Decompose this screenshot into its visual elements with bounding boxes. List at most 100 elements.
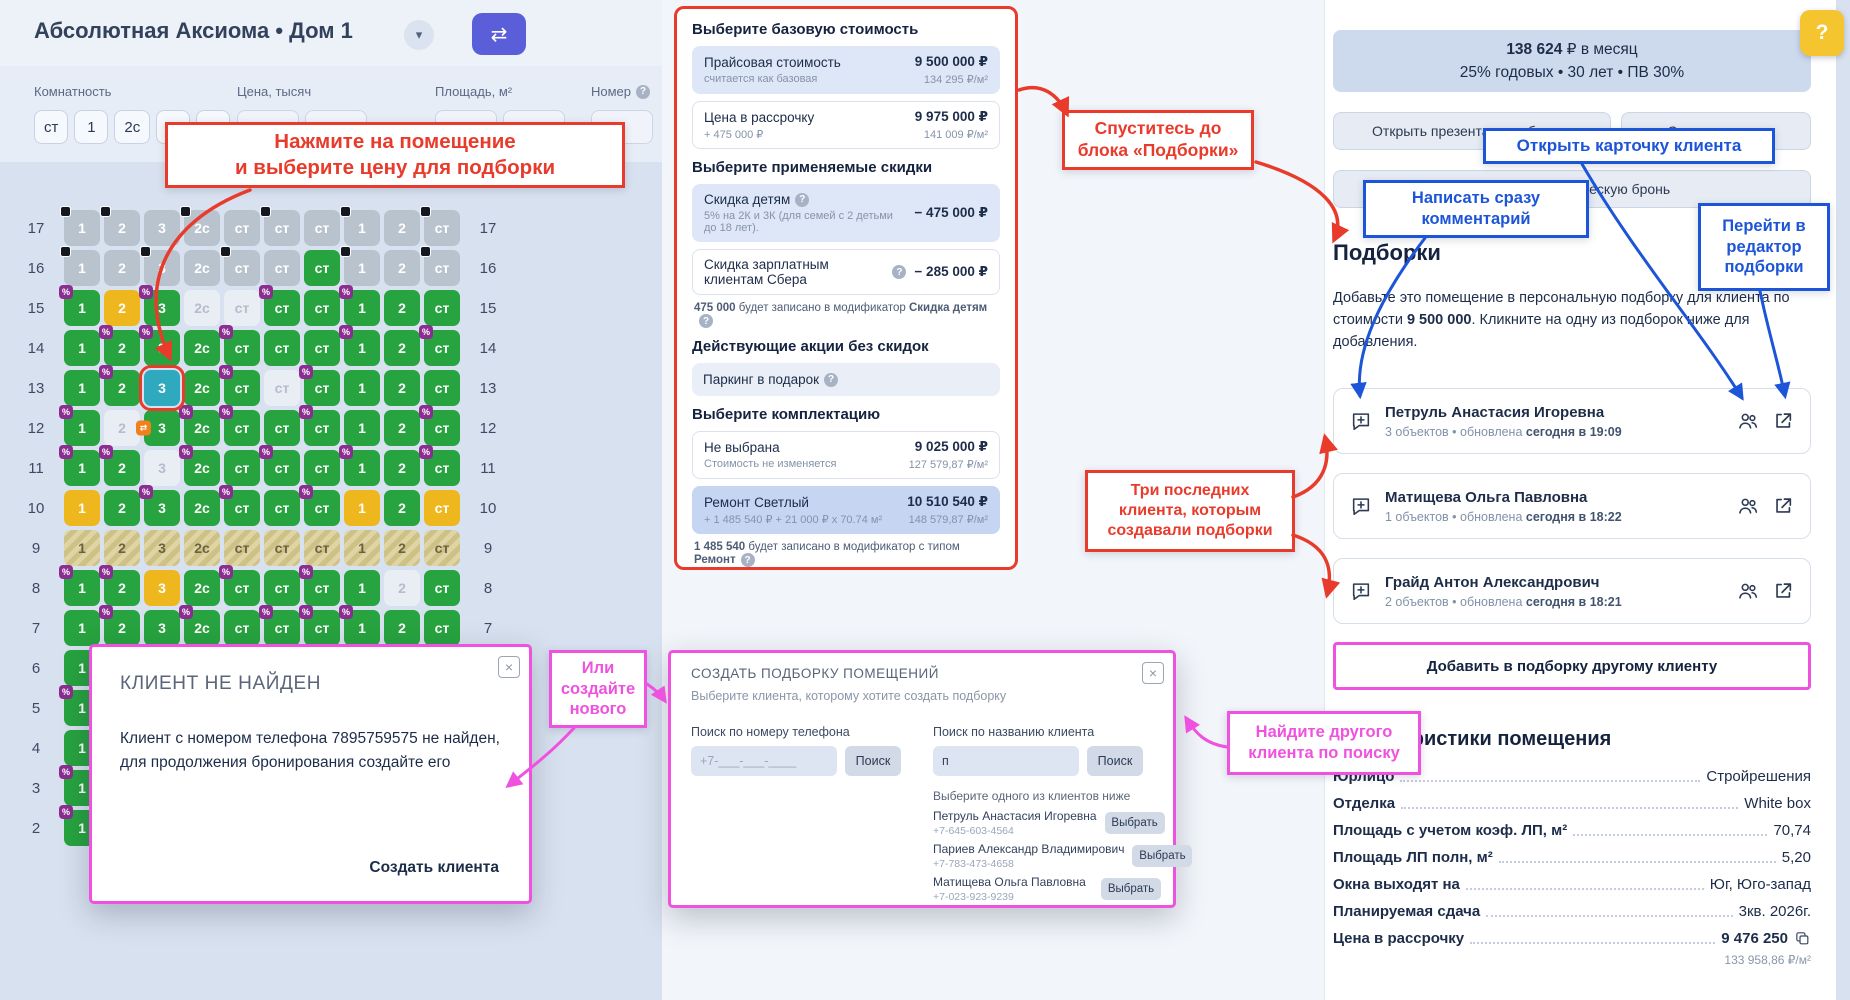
unit-cell[interactable]: ст xyxy=(264,530,300,566)
unit-cell[interactable]: 2 xyxy=(384,330,420,366)
unit-cell[interactable]: ст xyxy=(260,206,300,246)
unit-cell[interactable]: 1 xyxy=(344,570,380,606)
close-icon[interactable]: × xyxy=(498,656,520,678)
unit-cell[interactable]: 1 xyxy=(344,370,380,406)
unit-cell[interactable]: 1 xyxy=(60,246,100,286)
help-icon[interactable]: ? xyxy=(1800,10,1844,56)
unit-cell[interactable]: 2% xyxy=(99,605,140,646)
name-search-input[interactable] xyxy=(933,746,1079,776)
unit-cell[interactable]: ст% xyxy=(299,485,340,526)
unit-cell[interactable]: ст xyxy=(220,246,260,286)
unit-cell[interactable]: 2 xyxy=(384,410,420,446)
unit-cell[interactable]: 2 xyxy=(384,370,420,406)
add-to-other-client-button[interactable]: Добавить в подборку другому клиенту xyxy=(1333,642,1811,690)
help-icon[interactable]: ? xyxy=(699,314,713,328)
unit-cell[interactable]: ст xyxy=(224,530,260,566)
selection-card[interactable]: Грайд Антон Александрович 2 объектов • о… xyxy=(1333,558,1811,624)
unit-cell[interactable]: 1 xyxy=(60,206,100,246)
unit-cell[interactable]: ст xyxy=(304,250,340,286)
unit-cell[interactable]: 3 xyxy=(140,246,180,286)
unit-cell[interactable]: 1% xyxy=(59,445,100,486)
unit-cell[interactable]: 3% xyxy=(139,285,180,326)
name-search-button[interactable]: Поиск xyxy=(1087,746,1143,776)
unit-cell[interactable]: ст xyxy=(264,410,300,446)
unit-cell[interactable]: 3% xyxy=(139,485,180,526)
help-icon[interactable]: ? xyxy=(824,372,839,387)
unit-cell[interactable]: 2с xyxy=(184,290,220,326)
unit-cell[interactable]: 2% xyxy=(99,325,140,366)
package-option-light-renovation[interactable]: Ремонт Светлый + 1 485 540 ₽ + 21 000 ₽ … xyxy=(692,486,1000,534)
unit-cell[interactable]: 2 xyxy=(100,206,140,246)
selection-card[interactable]: Петруль Анастасия Игоревна 3 объектов • … xyxy=(1333,388,1811,454)
unit-cell-selected[interactable]: 3 xyxy=(139,365,185,411)
unit-cell[interactable]: 2с xyxy=(184,570,220,606)
unit-cell[interactable]: ст xyxy=(264,490,300,526)
rooms-chip-2c[interactable]: 2с xyxy=(114,110,151,144)
unit-cell[interactable]: ст xyxy=(304,210,340,246)
unit-cell[interactable]: 2% xyxy=(99,445,140,486)
unit-cell[interactable]: 2с xyxy=(184,250,220,286)
unit-cell[interactable]: 1% xyxy=(339,325,380,366)
unit-cell[interactable]: 2 xyxy=(104,290,140,326)
help-icon[interactable]: ? xyxy=(636,84,651,99)
external-link-icon[interactable] xyxy=(1772,580,1794,602)
unit-cell[interactable]: ст xyxy=(264,330,300,366)
unit-cell[interactable]: ст xyxy=(264,370,300,406)
unit-cell[interactable]: 3 xyxy=(144,530,180,566)
help-icon[interactable]: ? xyxy=(892,265,907,279)
unit-cell[interactable]: 1 xyxy=(344,530,380,566)
unit-cell[interactable]: 2 xyxy=(104,250,140,286)
unit-cell[interactable]: 3% xyxy=(139,325,180,366)
unit-cell[interactable]: ст% xyxy=(299,565,340,606)
unit-cell[interactable]: 1 xyxy=(64,610,100,646)
unit-cell[interactable]: ст xyxy=(424,610,460,646)
unit-cell[interactable]: 2 xyxy=(384,490,420,526)
unit-cell[interactable]: ст xyxy=(424,490,460,526)
unit-cell[interactable]: ст xyxy=(420,246,460,286)
unit-cell[interactable]: ст xyxy=(224,290,260,326)
unit-cell[interactable]: ст xyxy=(424,290,460,326)
unit-cell[interactable]: 2 xyxy=(384,570,420,606)
comment-icon[interactable] xyxy=(1350,495,1372,517)
unit-cell[interactable]: 2с% xyxy=(179,405,220,446)
create-client-button[interactable]: Создать клиента xyxy=(369,859,499,876)
unit-cell[interactable]: ст% xyxy=(419,405,460,446)
open-client-card-icon[interactable] xyxy=(1737,495,1759,517)
unit-cell[interactable]: ст xyxy=(424,530,460,566)
unit-cell[interactable]: 1 xyxy=(344,490,380,526)
unit-cell[interactable]: 3 xyxy=(144,610,180,646)
unit-cell[interactable]: 2 xyxy=(104,530,140,566)
unit-cell[interactable]: ст xyxy=(424,570,460,606)
unit-cell[interactable]: ст xyxy=(264,570,300,606)
unit-cell[interactable]: ст% xyxy=(259,445,300,486)
unit-cell[interactable]: 2% xyxy=(99,565,140,606)
unit-cell[interactable]: 1 xyxy=(344,410,380,446)
unit-cell[interactable]: 1 xyxy=(64,370,100,406)
unit-cell[interactable]: 2с xyxy=(184,490,220,526)
copy-icon[interactable] xyxy=(1794,930,1811,947)
select-client-button[interactable]: Выбрать xyxy=(1101,878,1161,900)
promo-item-parking[interactable]: Паркинг в подарок ? xyxy=(692,363,1000,396)
unit-cell[interactable]: 3 xyxy=(144,450,180,486)
unit-cell[interactable]: 1% xyxy=(59,285,100,326)
unit-cell[interactable]: 1% xyxy=(59,565,100,606)
unit-cell[interactable]: ст xyxy=(424,370,460,406)
rooms-chip-1[interactable]: 1 xyxy=(74,110,109,144)
unit-cell[interactable]: ст xyxy=(224,210,260,246)
unit-cell[interactable]: 3⇄ xyxy=(136,410,180,446)
unit-cell[interactable]: ст% xyxy=(219,565,260,606)
unit-cell[interactable]: 1% xyxy=(339,445,380,486)
unit-cell[interactable]: 1 xyxy=(64,490,100,526)
external-link-icon[interactable] xyxy=(1772,410,1794,432)
unit-cell[interactable]: 2с xyxy=(184,330,220,366)
unit-cell[interactable]: ст% xyxy=(299,605,340,646)
open-client-card-icon[interactable] xyxy=(1737,410,1759,432)
phone-search-button[interactable]: Поиск xyxy=(845,746,901,776)
select-client-button[interactable]: Выбрать xyxy=(1132,845,1193,867)
unit-cell[interactable]: 1 xyxy=(64,530,100,566)
unit-cell[interactable]: ст% xyxy=(259,605,300,646)
select-client-button[interactable]: Выбрать xyxy=(1104,812,1165,834)
help-icon[interactable]: ? xyxy=(795,192,810,207)
package-option-none[interactable]: Не выбрана Стоимость не изменяется 9 025… xyxy=(692,431,1000,479)
unit-cell[interactable]: 2% xyxy=(99,365,140,406)
